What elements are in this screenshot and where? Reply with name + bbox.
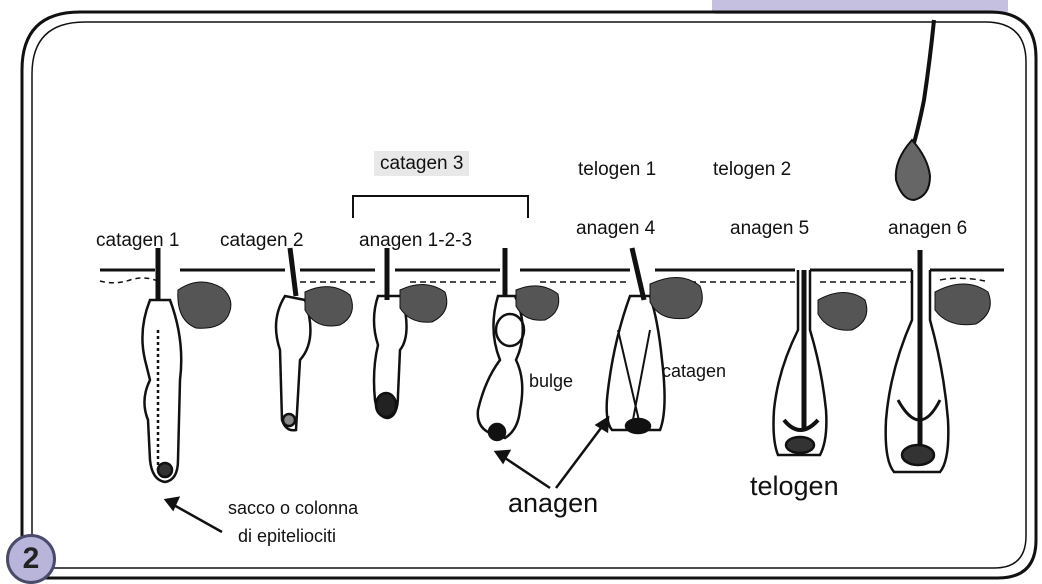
bulge-label: bulge [529,372,573,390]
catagen-2-label: catagen 2 [220,231,303,250]
follicle-anagen-1 [374,248,407,418]
anagen-4-label: anagen 4 [576,219,655,238]
sebaceous-gland-1 [178,282,231,328]
sac-label-line2: di epiteliociti [238,527,336,545]
sebaceous-gland-5 [650,277,702,318]
shed-club-hair [896,20,934,200]
sebaceous-gland-2 [305,287,352,326]
follicle-anagen-4 [607,248,665,433]
anagen-5-label: anagen 5 [730,219,809,238]
follicle-catagen-2 [276,248,310,430]
follicle-anagen-5 [774,270,827,455]
arrow-anagen-right [556,424,604,488]
catagen-3-bracket [353,196,528,218]
anagen-1-2-3-label: anagen 1-2-3 [359,231,472,250]
sebaceous-gland-7 [935,284,990,325]
follicle-catagen-1 [142,248,181,482]
catagen-1-label: catagen 1 [96,231,179,250]
figure-number-badge: 2 [6,534,56,584]
anagen-label: anagen [508,490,598,517]
sebaceous-gland-6 [818,293,867,331]
anagen-6-label: anagen 6 [888,219,967,238]
catagen-label: catagen [662,362,726,380]
figure-number: 2 [23,542,40,576]
sebaceous-gland-3 [400,284,447,322]
arrow-anagen-left [502,456,550,488]
follicle-anagen-6 [886,250,949,472]
sac-label-line1: sacco o colonna [228,499,358,517]
skin-surface [100,270,1004,283]
arrow-sac [172,504,222,532]
catagen-3-label: catagen 3 [374,151,469,176]
telogen-label: telogen [750,473,839,500]
telogen-1-label: telogen 1 [578,160,656,179]
follicle-anagen-2 [478,248,524,440]
telogen-2-label: telogen 2 [713,160,791,179]
